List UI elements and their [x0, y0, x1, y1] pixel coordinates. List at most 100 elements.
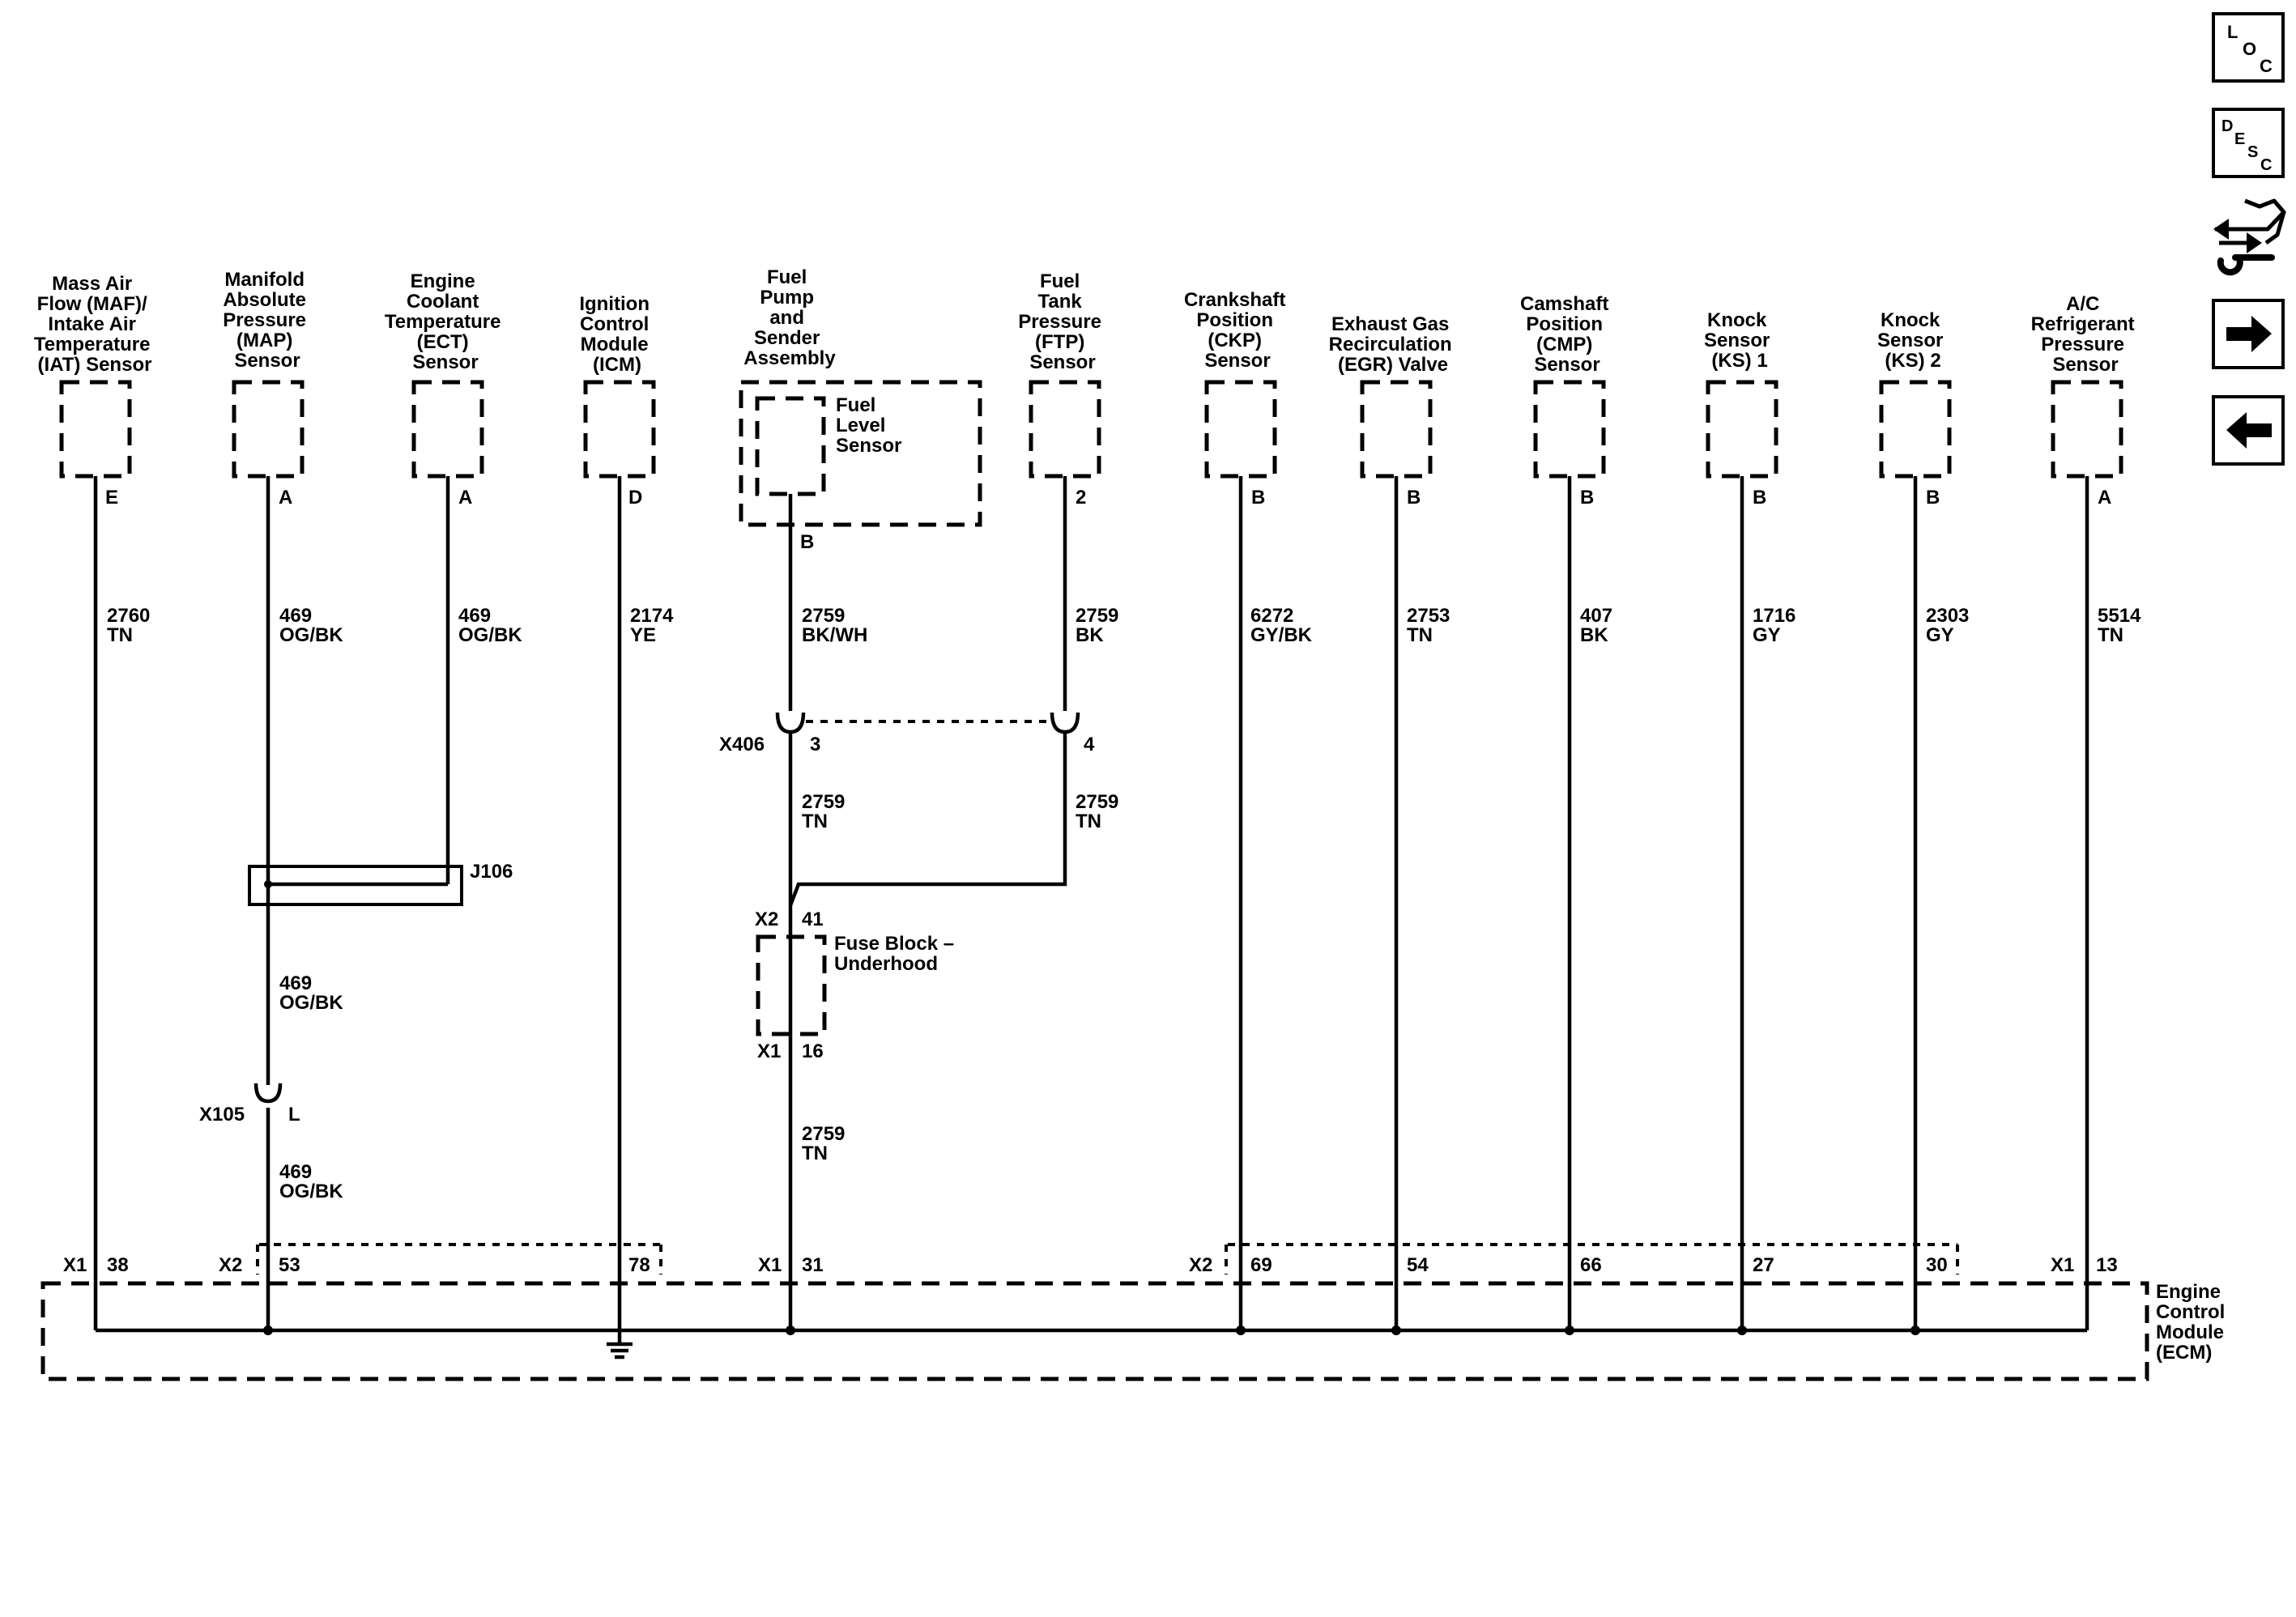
svg-text:L: L	[2227, 22, 2238, 42]
fuse-in-connector: X2	[755, 908, 778, 930]
ecm-fuel-connector: X1	[758, 1254, 782, 1276]
fuel-pump-label: Fuel Pump and Sender Assembly	[743, 266, 836, 369]
x406-pin3: 3	[810, 734, 820, 755]
ks1-pin: B	[1753, 487, 1766, 509]
x105-label: X105	[199, 1104, 245, 1126]
splice-j106-dot	[264, 880, 272, 888]
ecm-ac-pin: 13	[2096, 1254, 2118, 1276]
x105-connector-symbol	[253, 1083, 283, 1104]
x406-pin4: 4	[1084, 734, 1095, 755]
splice-j106-box	[248, 865, 463, 906]
splice-j106-label: J106	[470, 861, 513, 883]
ckp-sensor-label: Crankshaft Position (CKP) Sensor	[1184, 289, 1291, 372]
ecm-ckp-pin: 69	[1250, 1254, 1272, 1276]
ac-sensor-label: A/C Refrigerant Pressure Sensor	[2031, 293, 2141, 376]
next-arrow-button[interactable]	[2212, 299, 2285, 369]
junction-ks2	[1910, 1326, 1920, 1335]
junction-ks1	[1737, 1326, 1747, 1335]
svg-text:C: C	[2260, 56, 2273, 76]
junction-map	[263, 1326, 273, 1335]
ftp-sensor-label: Fuel Tank Pressure (FTP) Sensor	[1018, 270, 1106, 373]
service-tool-icon[interactable]	[2213, 198, 2286, 276]
ecm-bus-junctions	[263, 1326, 1920, 1335]
fuel-pump-pin: B	[800, 531, 814, 553]
svg-text:O: O	[2243, 39, 2256, 59]
ecm-map-connector: X2	[219, 1254, 242, 1276]
icm-label: Ignition Control Module (ICM)	[579, 293, 654, 376]
ecm-ks2-pin: 30	[1926, 1254, 1948, 1276]
ect-sensor-label: Engine Coolant Temperature (ECT) Sensor	[385, 270, 506, 373]
fuse-out-pin: 16	[802, 1040, 824, 1062]
map-sensor-box	[232, 380, 305, 479]
maf-pin: E	[105, 487, 118, 509]
icm-box	[583, 380, 656, 479]
ecm-map-pin: 53	[279, 1254, 300, 1276]
ecm-ac-connector: X1	[2051, 1254, 2074, 1276]
ecm-box	[40, 1281, 2149, 1381]
ks1-sensor-label: Knock Sensor (KS) 1	[1704, 309, 1775, 372]
ks2-sensor-box	[1879, 380, 1952, 479]
egr-pin: B	[1407, 487, 1421, 509]
ect-pin: A	[458, 487, 472, 509]
junction-ckp	[1236, 1326, 1246, 1335]
map-sensor-label: Manifold Absolute Pressure (MAP) Sensor	[223, 269, 311, 372]
x105-pin: L	[288, 1104, 300, 1126]
ground-icon	[607, 1330, 633, 1360]
desc-button[interactable]: D E S C	[2212, 108, 2285, 178]
maf-sensor-box	[59, 380, 132, 479]
cmp-sensor-label: Camshaft Position (CMP) Sensor	[1520, 293, 1614, 376]
x406-pin4-symbol	[1050, 712, 1080, 734]
ckp-sensor-box	[1204, 380, 1277, 479]
ecm-cmp-pin: 66	[1580, 1254, 1602, 1276]
ecm-maf-connector: X1	[63, 1254, 87, 1276]
arrow-right-icon	[2226, 316, 2272, 352]
maf-sensor-label: Mass Air Flow (MAF)/ Intake Air Temperat…	[34, 273, 155, 376]
ecm-maf-pin: 38	[107, 1254, 129, 1276]
map-pin: A	[279, 487, 292, 509]
fuel-level-sensor-label: Fuel Level Sensor	[836, 394, 901, 457]
ecm-egr-pin: 54	[1407, 1254, 1429, 1276]
fuse-in-pin: 41	[802, 908, 824, 930]
junction-cmp	[1565, 1326, 1574, 1335]
ac-sensor-box	[2051, 380, 2123, 479]
cmp-pin: B	[1580, 487, 1594, 509]
loc-button[interactable]: L O C	[2212, 12, 2285, 83]
fuse-block-box	[756, 934, 827, 1036]
icm-pin: D	[628, 487, 642, 509]
svg-text:C: C	[2260, 156, 2272, 174]
svg-text:S: S	[2247, 143, 2258, 161]
ftp-sensor-box	[1029, 380, 1101, 479]
fuel-level-sensor-box	[755, 396, 826, 496]
x406-label: X406	[719, 734, 765, 755]
egr-valve-label: Exhaust Gas Recirculation (EGR) Valve	[1329, 313, 1458, 376]
ks1-sensor-box	[1706, 380, 1778, 479]
ecm-fuel-pin: 31	[802, 1254, 824, 1276]
ecm-ckp-connector: X2	[1189, 1254, 1212, 1276]
wire-ftp-to-fuse	[788, 733, 1067, 906]
ftp-pin: 2	[1076, 487, 1086, 509]
ac-pin: A	[2098, 487, 2111, 509]
previous-arrow-button[interactable]	[2212, 395, 2285, 466]
junction-fuel	[786, 1326, 795, 1335]
fuse-block-label: Fuse Block – Underhood	[834, 933, 960, 975]
fuse-out-connector: X1	[757, 1040, 781, 1062]
ecm-icm-pin: 78	[628, 1254, 650, 1276]
ks2-sensor-label: Knock Sensor (KS) 2	[1877, 309, 1949, 372]
svg-text:D: D	[2221, 117, 2233, 135]
junction-egr	[1391, 1326, 1401, 1335]
